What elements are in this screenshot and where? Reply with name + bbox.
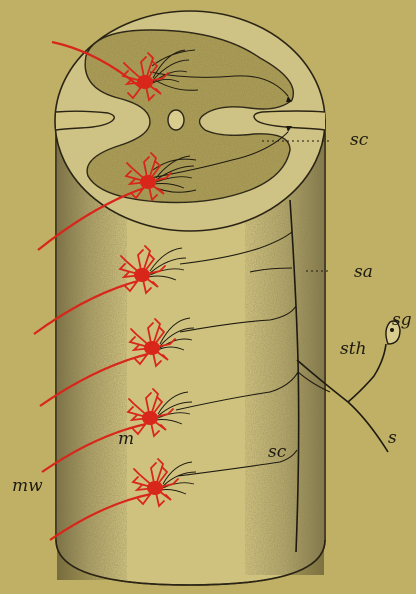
label-m: m (118, 431, 134, 448)
label-sc-top: sc (350, 132, 368, 149)
central-canal (168, 110, 184, 130)
label-sth: sth (340, 341, 367, 358)
label-sc-bottom: sc (268, 444, 286, 461)
label-mw: mw (12, 478, 43, 495)
label-sg: sg (392, 312, 412, 329)
cross-section (55, 11, 325, 231)
label-s: s (388, 430, 397, 447)
label-sa: sa (354, 264, 373, 281)
